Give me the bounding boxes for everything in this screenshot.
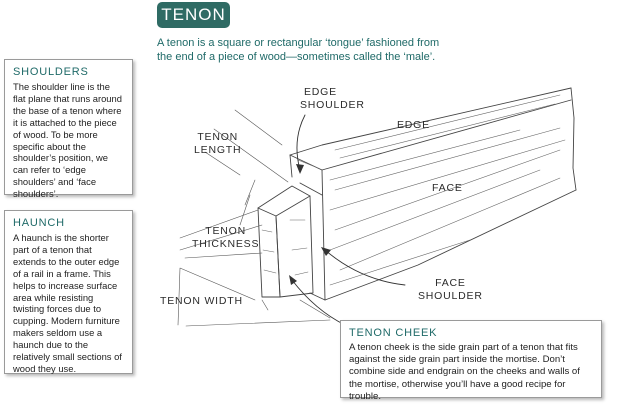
tenon-top (257, 185, 311, 217)
label-face: FACE (432, 182, 463, 194)
rail-end-edge (570, 87, 577, 191)
arrowhead-edge-shoulder (296, 164, 304, 174)
tenon-cheek-heading: TENON CHEEK (349, 327, 438, 339)
label-edge-shoulder: EDGE SHOULDER (300, 86, 365, 111)
label-edge: EDGE (397, 119, 430, 131)
label-face-shoulder: FACE SHOULDER (418, 277, 483, 302)
haunch-info-box: HAUNCH A haunch is the shorter part of a… (4, 210, 133, 374)
haunch-body: A haunch is the shorter part of a tenon … (13, 232, 122, 374)
dimension-lines (177, 109, 331, 327)
rail-shoulder-vertical (321, 169, 326, 301)
page-title: TENON (157, 2, 230, 28)
grain-lines (261, 94, 566, 286)
tenon-cheek-body: A tenon cheek is the side grain part of … (349, 342, 580, 402)
rail-bottom-edge (324, 189, 577, 301)
label-tenon-length: TENON LENGTH (194, 131, 242, 156)
leader-face-shoulder (324, 249, 406, 286)
shoulders-info-box: SHOULDERS The shoulder line is the flat … (4, 59, 133, 199)
tenon-side (275, 195, 314, 298)
label-tenon-width: TENON WIDTH (160, 295, 243, 307)
label-tenon-thickness: TENON THICKNESS (192, 225, 260, 250)
rail-front-edge (321, 99, 572, 171)
edge-shoulder-face (289, 154, 323, 178)
shoulders-body: The shoulder line is the flat plane that… (13, 81, 122, 200)
intro-text: A tenon is a square or rectangular ‘tong… (157, 37, 440, 63)
tenon-cheek-info-box: TENON CHEEK A tenon cheek is the side gr… (340, 320, 602, 402)
leader-tenon-cheek (291, 279, 346, 326)
face-shoulder-line (299, 182, 326, 301)
rail-top-edge (289, 87, 572, 156)
shoulders-heading: SHOULDERS (13, 66, 89, 78)
haunch-heading: HAUNCH (13, 217, 65, 229)
arrowhead-tenon-cheek (289, 275, 297, 285)
arrowhead-face-shoulder (321, 247, 331, 256)
